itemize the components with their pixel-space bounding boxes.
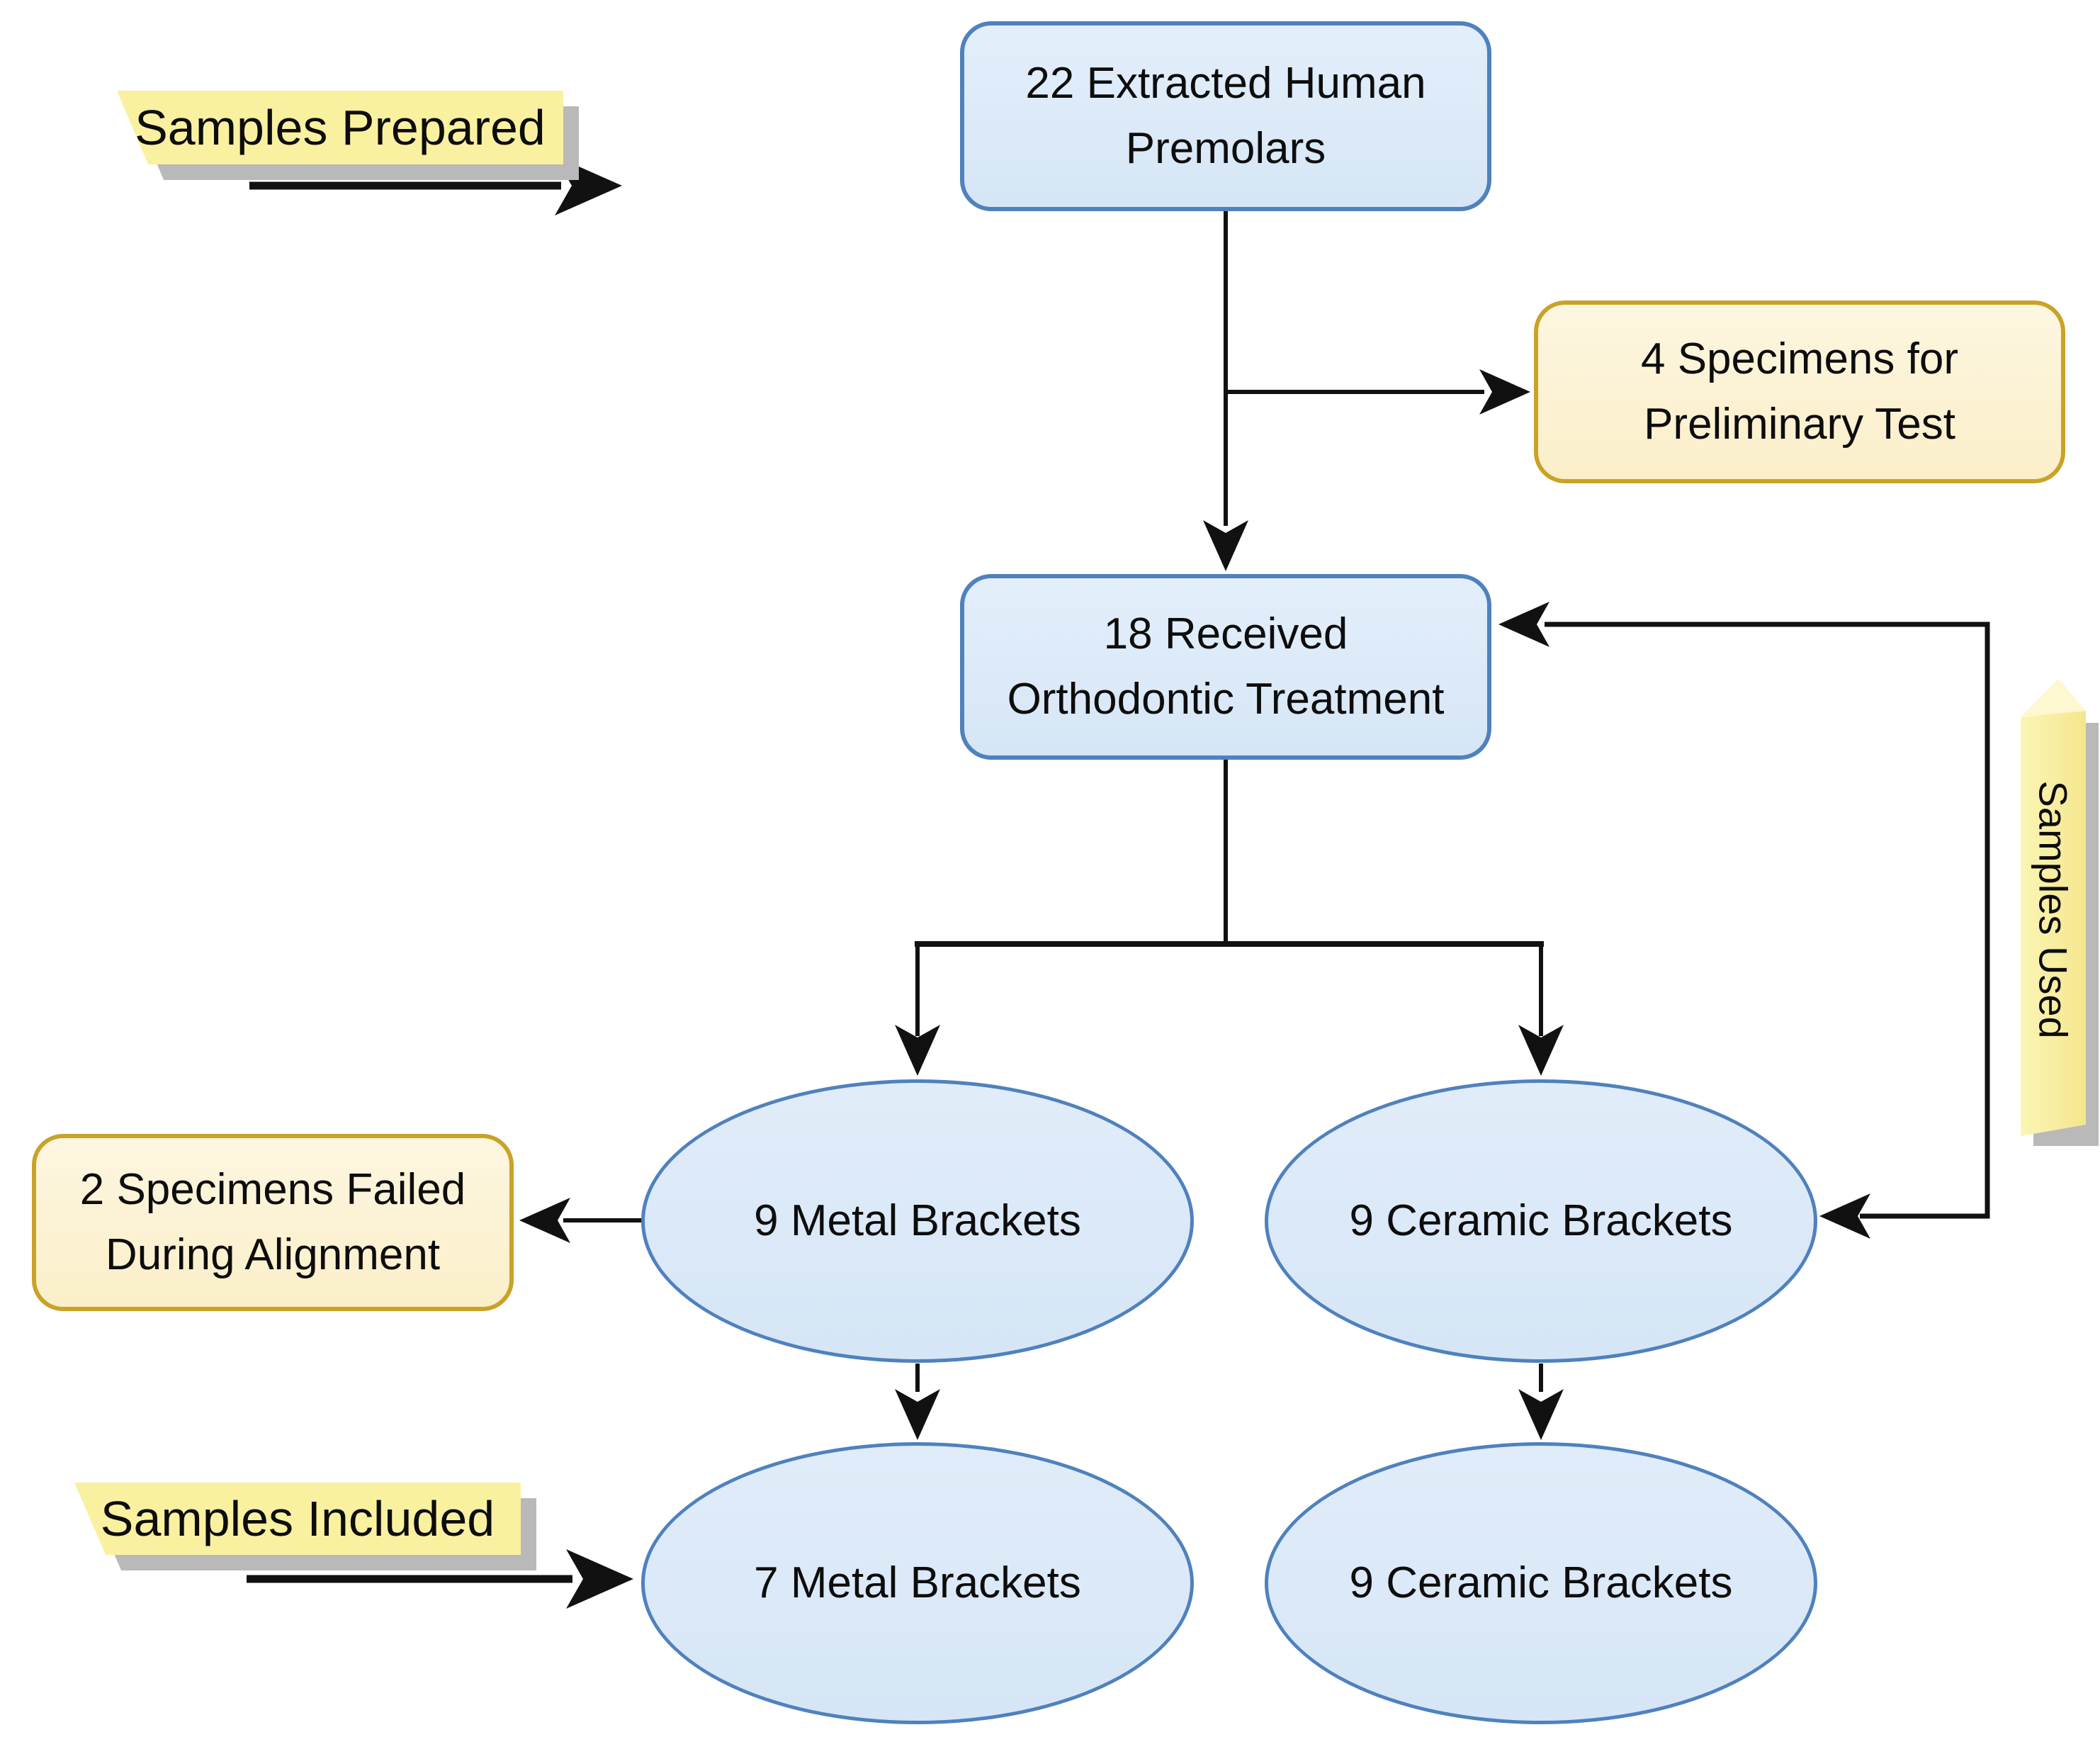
node-ceramic-brackets-9-final: 9 Ceramic Brackets xyxy=(1265,1442,1817,1724)
arrowhead-into-failed xyxy=(519,1198,570,1243)
node-ceramic-brackets-9-label: 9 Ceramic Brackets xyxy=(1349,1196,1733,1246)
node-preliminary-test-label: 4 Specimens for Preliminary Test xyxy=(1641,335,1958,449)
arrowhead-into-ceramic9-right xyxy=(1819,1193,1870,1239)
stage-label-samples-prepared-text: Samples Prepared xyxy=(135,100,546,155)
node-metal-brackets-9: 9 Metal Brackets xyxy=(641,1079,1194,1363)
node-extracted-premolars-label: 22 Extracted Human Premolars xyxy=(1025,59,1426,173)
node-failed-alignment: 2 Specimens Failed During Alignment xyxy=(32,1134,514,1311)
stage-label-highlight xyxy=(117,91,563,164)
node-orthodontic-treatment: 18 Received Orthodontic Treatment xyxy=(960,574,1491,760)
node-orthodontic-treatment-label: 18 Received Orthodontic Treatment xyxy=(1007,609,1445,724)
node-ceramic-brackets-9: 9 Ceramic Brackets xyxy=(1265,1079,1817,1363)
stage-label-samples-included-text: Samples Included xyxy=(100,1491,495,1546)
arrowhead-into-ceramic9final xyxy=(1518,1389,1564,1440)
node-metal-brackets-7: 7 Metal Brackets xyxy=(641,1442,1194,1724)
node-preliminary-test: 4 Specimens for Preliminary Test xyxy=(1534,300,2065,483)
stage-arrowhead-included xyxy=(566,1549,633,1609)
arrowhead-into-metal7 xyxy=(895,1389,940,1440)
arrowhead-into-treatment-right xyxy=(1498,602,1549,647)
stage-label-samples-included: Samples Included xyxy=(74,1483,536,1570)
node-metal-brackets-9-label: 9 Metal Brackets xyxy=(754,1196,1081,1246)
arrowhead-into-ceramic9 xyxy=(1518,1025,1564,1076)
edge-samples-used-path xyxy=(1545,622,1990,1219)
stage-label-highlight xyxy=(74,1483,521,1555)
stage-label-samples-used: Samples Used xyxy=(2021,679,2099,1146)
arrowhead-into-preliminary xyxy=(1479,369,1530,415)
arrowhead-into-treatment-top xyxy=(1203,520,1248,571)
node-failed-alignment-label: 2 Specimens Failed During Alignment xyxy=(79,1165,466,1279)
stage-label-samples-prepared: Samples Prepared xyxy=(117,91,579,180)
arrowhead-into-metal9 xyxy=(895,1025,940,1076)
node-extracted-premolars: 22 Extracted Human Premolars xyxy=(960,21,1491,211)
ribbon-body xyxy=(2021,710,2086,1136)
node-ceramic-brackets-9-final-label: 9 Ceramic Brackets xyxy=(1349,1558,1733,1608)
stage-label-samples-used-text: Samples Used xyxy=(2031,780,2076,1039)
node-metal-brackets-7-label: 7 Metal Brackets xyxy=(754,1558,1081,1608)
